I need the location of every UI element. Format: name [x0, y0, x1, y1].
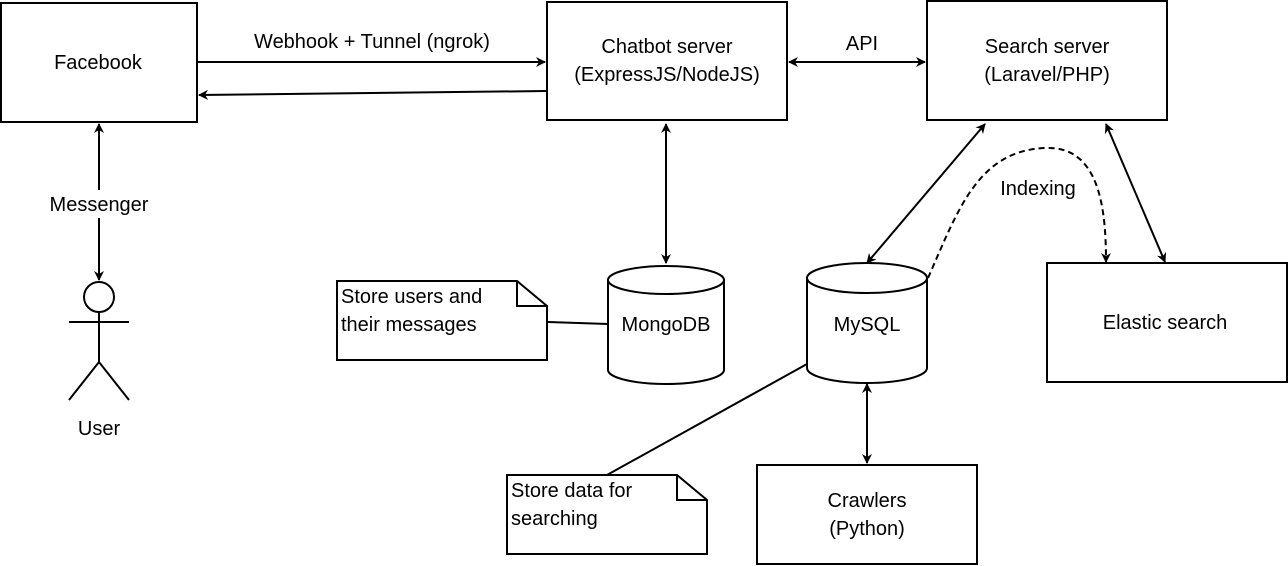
mongo-note: Store users and their messages — [336, 280, 548, 361]
crawlers-node: Crawlers (Python) — [756, 464, 978, 565]
edge-chatbot-to-facebook — [198, 89, 547, 100]
mysql-label: MySQL — [834, 314, 901, 336]
elastic-search-node: Elastic search — [1046, 262, 1288, 383]
search-server-title: Search server — [985, 36, 1110, 58]
chatbot-server-title: Chatbot server — [601, 36, 733, 58]
mongodb-label: MongoDB — [622, 314, 711, 336]
mysql-node: MySQL — [806, 262, 928, 384]
mysql-note-line-1: Store data for — [511, 480, 633, 502]
user-head — [83, 281, 115, 313]
facebook-node: Facebook — [0, 2, 198, 123]
edge-search-mysql — [866, 123, 986, 264]
crawlers-title: Crawlers — [828, 490, 907, 512]
facebook-label: Facebook — [54, 52, 143, 74]
edge-label-webhook: Webhook + Tunnel (ngrok) — [254, 31, 490, 53]
mongo-note-connector — [547, 321, 609, 325]
edge-search-elastic — [1104, 123, 1167, 263]
edge-label-indexing: Indexing — [1000, 178, 1076, 200]
chatbot-server-node: Chatbot server (ExpressJS/NodeJS) — [546, 1, 788, 121]
mysql-note: Store data for searching — [506, 474, 708, 555]
user-actor: User — [68, 281, 130, 440]
crawlers-subtitle: (Python) — [829, 518, 905, 540]
edge-label-messenger: Messenger — [50, 194, 149, 216]
search-server-node: Search server (Laravel/PHP) — [926, 0, 1168, 121]
mysql-note-connector — [606, 363, 808, 476]
mysql-note-line-2: searching — [511, 508, 598, 530]
mongo-note-line-2: their messages — [341, 314, 477, 336]
search-server-subtitle: (Laravel/PHP) — [984, 64, 1110, 86]
edge-mysql-elastic-indexing — [927, 146, 1111, 279]
edge-label-api: API — [846, 33, 878, 55]
elastic-search-label: Elastic search — [1103, 312, 1228, 334]
mongodb-node: MongoDB — [607, 265, 725, 385]
chatbot-server-subtitle: (ExpressJS/NodeJS) — [574, 64, 760, 86]
user-label: User — [78, 418, 121, 440]
mongo-note-line-1: Store users and — [341, 286, 482, 308]
